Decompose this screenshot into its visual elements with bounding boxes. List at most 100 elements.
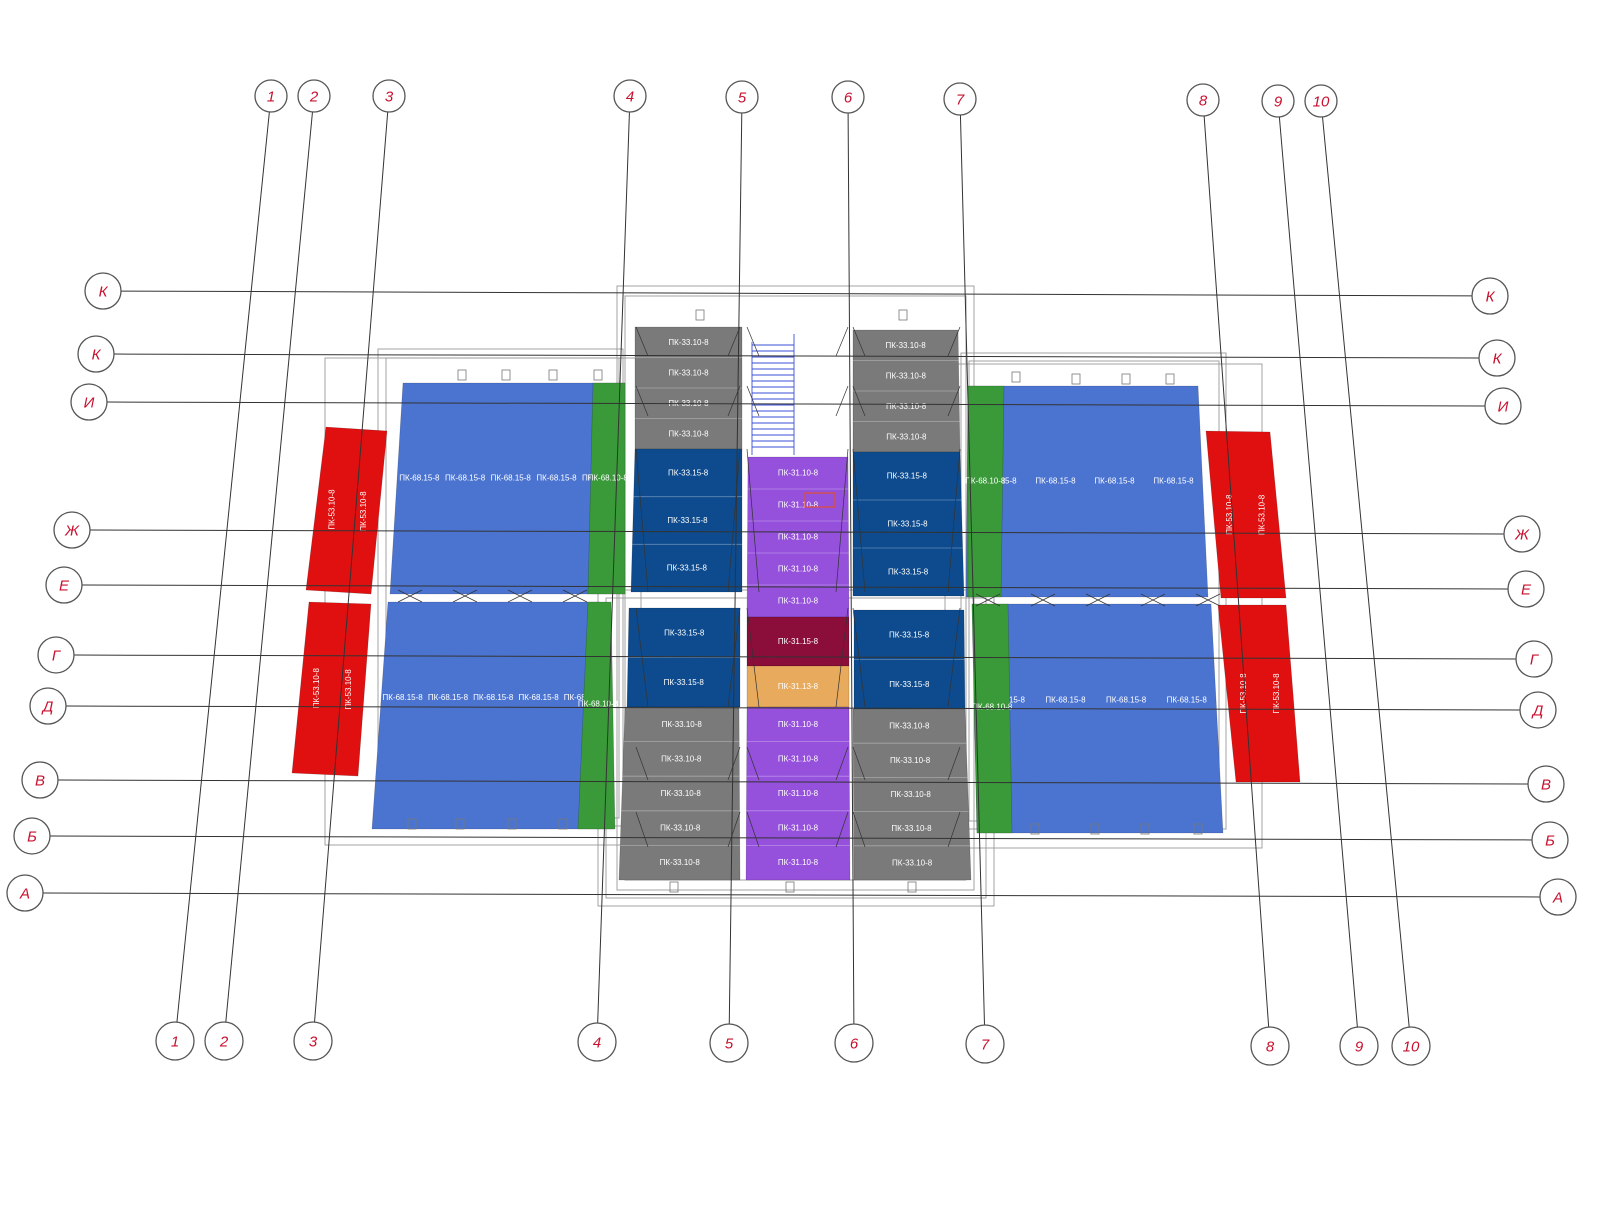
- column-axis-label: 6: [844, 90, 853, 107]
- column-axis-label: 2: [219, 1034, 229, 1051]
- wall-anchor: [1030, 823, 1040, 835]
- row-axis-bubble-left: И: [70, 383, 108, 421]
- row-axis-bubble-left: Г: [37, 636, 75, 674]
- staircase: [751, 334, 795, 455]
- slab-center-violet-top: ПК-31.10-8ПК-31.10-8ПК-31.10-8ПК-31.10-8…: [746, 456, 850, 618]
- slab-mark-label: ПК-31.10-8: [778, 565, 819, 574]
- wall-anchor: [1121, 373, 1131, 385]
- row-axis-line: [57, 779, 1529, 785]
- slab-mark-label: ПК-68.10-8: [972, 703, 1013, 712]
- column-axis-line: [314, 111, 389, 1023]
- row-axis-bubble-left: Е: [45, 566, 83, 604]
- row-axis-label: Б: [1545, 833, 1555, 850]
- column-axis-bubble-top: 10: [1304, 84, 1338, 118]
- slab-fill: [967, 385, 1005, 598]
- slab-mark-label: ПК-33.15-8: [664, 678, 705, 687]
- row-axis-label: Б: [27, 829, 37, 846]
- column-axis-line: [1278, 116, 1358, 1028]
- row-axis-bubble-right: Б: [1531, 821, 1569, 859]
- row-axis-label: А: [19, 886, 30, 903]
- slab-mid-right-gray-bottom: ПК-33.10-8ПК-33.10-8ПК-33.10-8ПК-33.10-8…: [852, 708, 972, 881]
- slab-mark-label: ПК-33.10-8: [668, 429, 709, 438]
- detail-layer: [397, 309, 1221, 893]
- slab-mark-label: ПК-33.15-8: [888, 568, 929, 577]
- row-axis-label: К: [92, 347, 102, 364]
- row-axis-line: [65, 705, 1521, 711]
- column-axis-label: 9: [1355, 1039, 1364, 1056]
- row-axis-bubble-right: К: [1471, 277, 1509, 315]
- slab-mark-label: ПК-31.10-8: [778, 858, 819, 867]
- row-axis-bubble-right: А: [1539, 878, 1577, 916]
- column-axis-bubble-top: 7: [943, 82, 977, 116]
- column-axis-bubble-top: 1: [254, 79, 288, 113]
- slab-mark-label: ПК-53.10-8: [1272, 673, 1281, 714]
- slab-left-green-top: ПК-68.10-8: [588, 382, 628, 595]
- slab-right-blue-top: ПК-68.15-8ПК-68.15-8ПК-68.15-8ПК-68.15-8: [965, 385, 1209, 598]
- wall-anchor: [785, 881, 795, 893]
- row-axis-label: К: [1493, 351, 1503, 368]
- row-axis-line: [106, 401, 1486, 407]
- slab-mark-label: ПК-33.10-8: [886, 371, 927, 380]
- wall-anchor: [695, 309, 705, 321]
- row-axis-line: [42, 892, 1541, 898]
- slab-mark-label: ПК-31.15-8: [778, 637, 819, 646]
- slab-mark-label: ПК-31.10-8: [778, 501, 819, 510]
- slab-fill: [291, 601, 372, 777]
- row-axis-label: Е: [1521, 582, 1532, 599]
- slab-fill: [371, 601, 614, 830]
- slab-mark-label: ПК-53.10-8: [1239, 673, 1248, 714]
- slab-mark-label: ПК-33.10-8: [886, 432, 927, 441]
- column-axis-label: 10: [1313, 94, 1330, 111]
- wall-anchor: [1165, 373, 1175, 385]
- wall-anchor: [455, 818, 465, 830]
- slab-mark-label: ПК-53.10-8: [327, 489, 336, 530]
- column-axis-bubble-bottom: 5: [709, 1023, 749, 1063]
- row-axis-bubble-right: И: [1484, 387, 1522, 425]
- slab-center-maroon: ПК-31.15-8: [746, 616, 850, 667]
- row-axis-label: К: [1486, 289, 1496, 306]
- slab-mark-label: ПК-53.10-8: [312, 667, 321, 708]
- slab-mark-label: ПК-33.10-8: [886, 402, 927, 411]
- column-axis-label: 7: [956, 92, 965, 109]
- row-axis-bubble-left: Д: [29, 687, 67, 725]
- slab-mid-left-gray-bottom: ПК-33.10-8ПК-33.10-8ПК-33.10-8ПК-33.10-8…: [618, 706, 741, 881]
- column-axis-line: [176, 111, 270, 1023]
- slab-mark-label: ПК-31.10-8: [778, 754, 819, 763]
- slab-mark-label: ПК-33.10-8: [661, 754, 702, 763]
- row-axis-bubble-left: В: [21, 761, 59, 799]
- row-axis-bubble-right: Г: [1515, 640, 1553, 678]
- slab-center-violet-bottom: ПК-31.10-8ПК-31.10-8ПК-31.10-8ПК-31.10-8…: [745, 706, 851, 881]
- slab-mark-label: ПК-68.15-8: [491, 473, 532, 482]
- wall-anchor: [548, 369, 558, 381]
- column-axis-line: [597, 111, 630, 1024]
- row-axis-line: [120, 290, 1473, 297]
- row-axis-line: [49, 835, 1533, 841]
- slab-mark-label: ПК-31.13-8: [778, 682, 819, 691]
- row-axis-bubble-left: Б: [13, 817, 51, 855]
- column-axis-bubble-bottom: 3: [293, 1021, 333, 1061]
- slab-mark-label: ПК-31.10-8: [778, 597, 819, 606]
- axis-line-layer: [42, 111, 1541, 1028]
- column-axis-bubble-bottom: 6: [834, 1023, 874, 1063]
- slab-fill: [618, 706, 741, 881]
- column-axis-label: 5: [725, 1036, 734, 1053]
- slab-fill: [305, 426, 388, 595]
- slab-mark-label: ПК-68.15-8: [1035, 476, 1076, 485]
- row-axis-label: В: [35, 773, 45, 790]
- column-axis-bubble-top: 9: [1261, 84, 1295, 118]
- column-axis-bubble-bottom: 7: [965, 1024, 1005, 1064]
- row-axis-label: А: [1552, 890, 1563, 907]
- slab-mark-label: ПК-53.10-8: [1225, 494, 1234, 535]
- slab-mark-label: ПК-68.15-8: [1094, 476, 1135, 485]
- column-axis-bubble-top: 4: [613, 79, 647, 113]
- column-axis-bubble-top: 6: [831, 80, 865, 114]
- slab-mid-right-gray-top: ПК-33.10-8ПК-33.10-8ПК-33.10-8ПК-33.10-8: [852, 329, 961, 453]
- slab-mark-label: ПК-68.15-8: [428, 693, 469, 702]
- slab-mark-label: ПК-33.15-8: [664, 628, 705, 637]
- slab-mark-label: ПК-68.15-8: [399, 473, 440, 482]
- slab-fill: [626, 607, 741, 708]
- slab-mid-left-gray-top: ПК-33.10-8ПК-33.10-8ПК-33.10-8ПК-33.10-8: [634, 326, 743, 450]
